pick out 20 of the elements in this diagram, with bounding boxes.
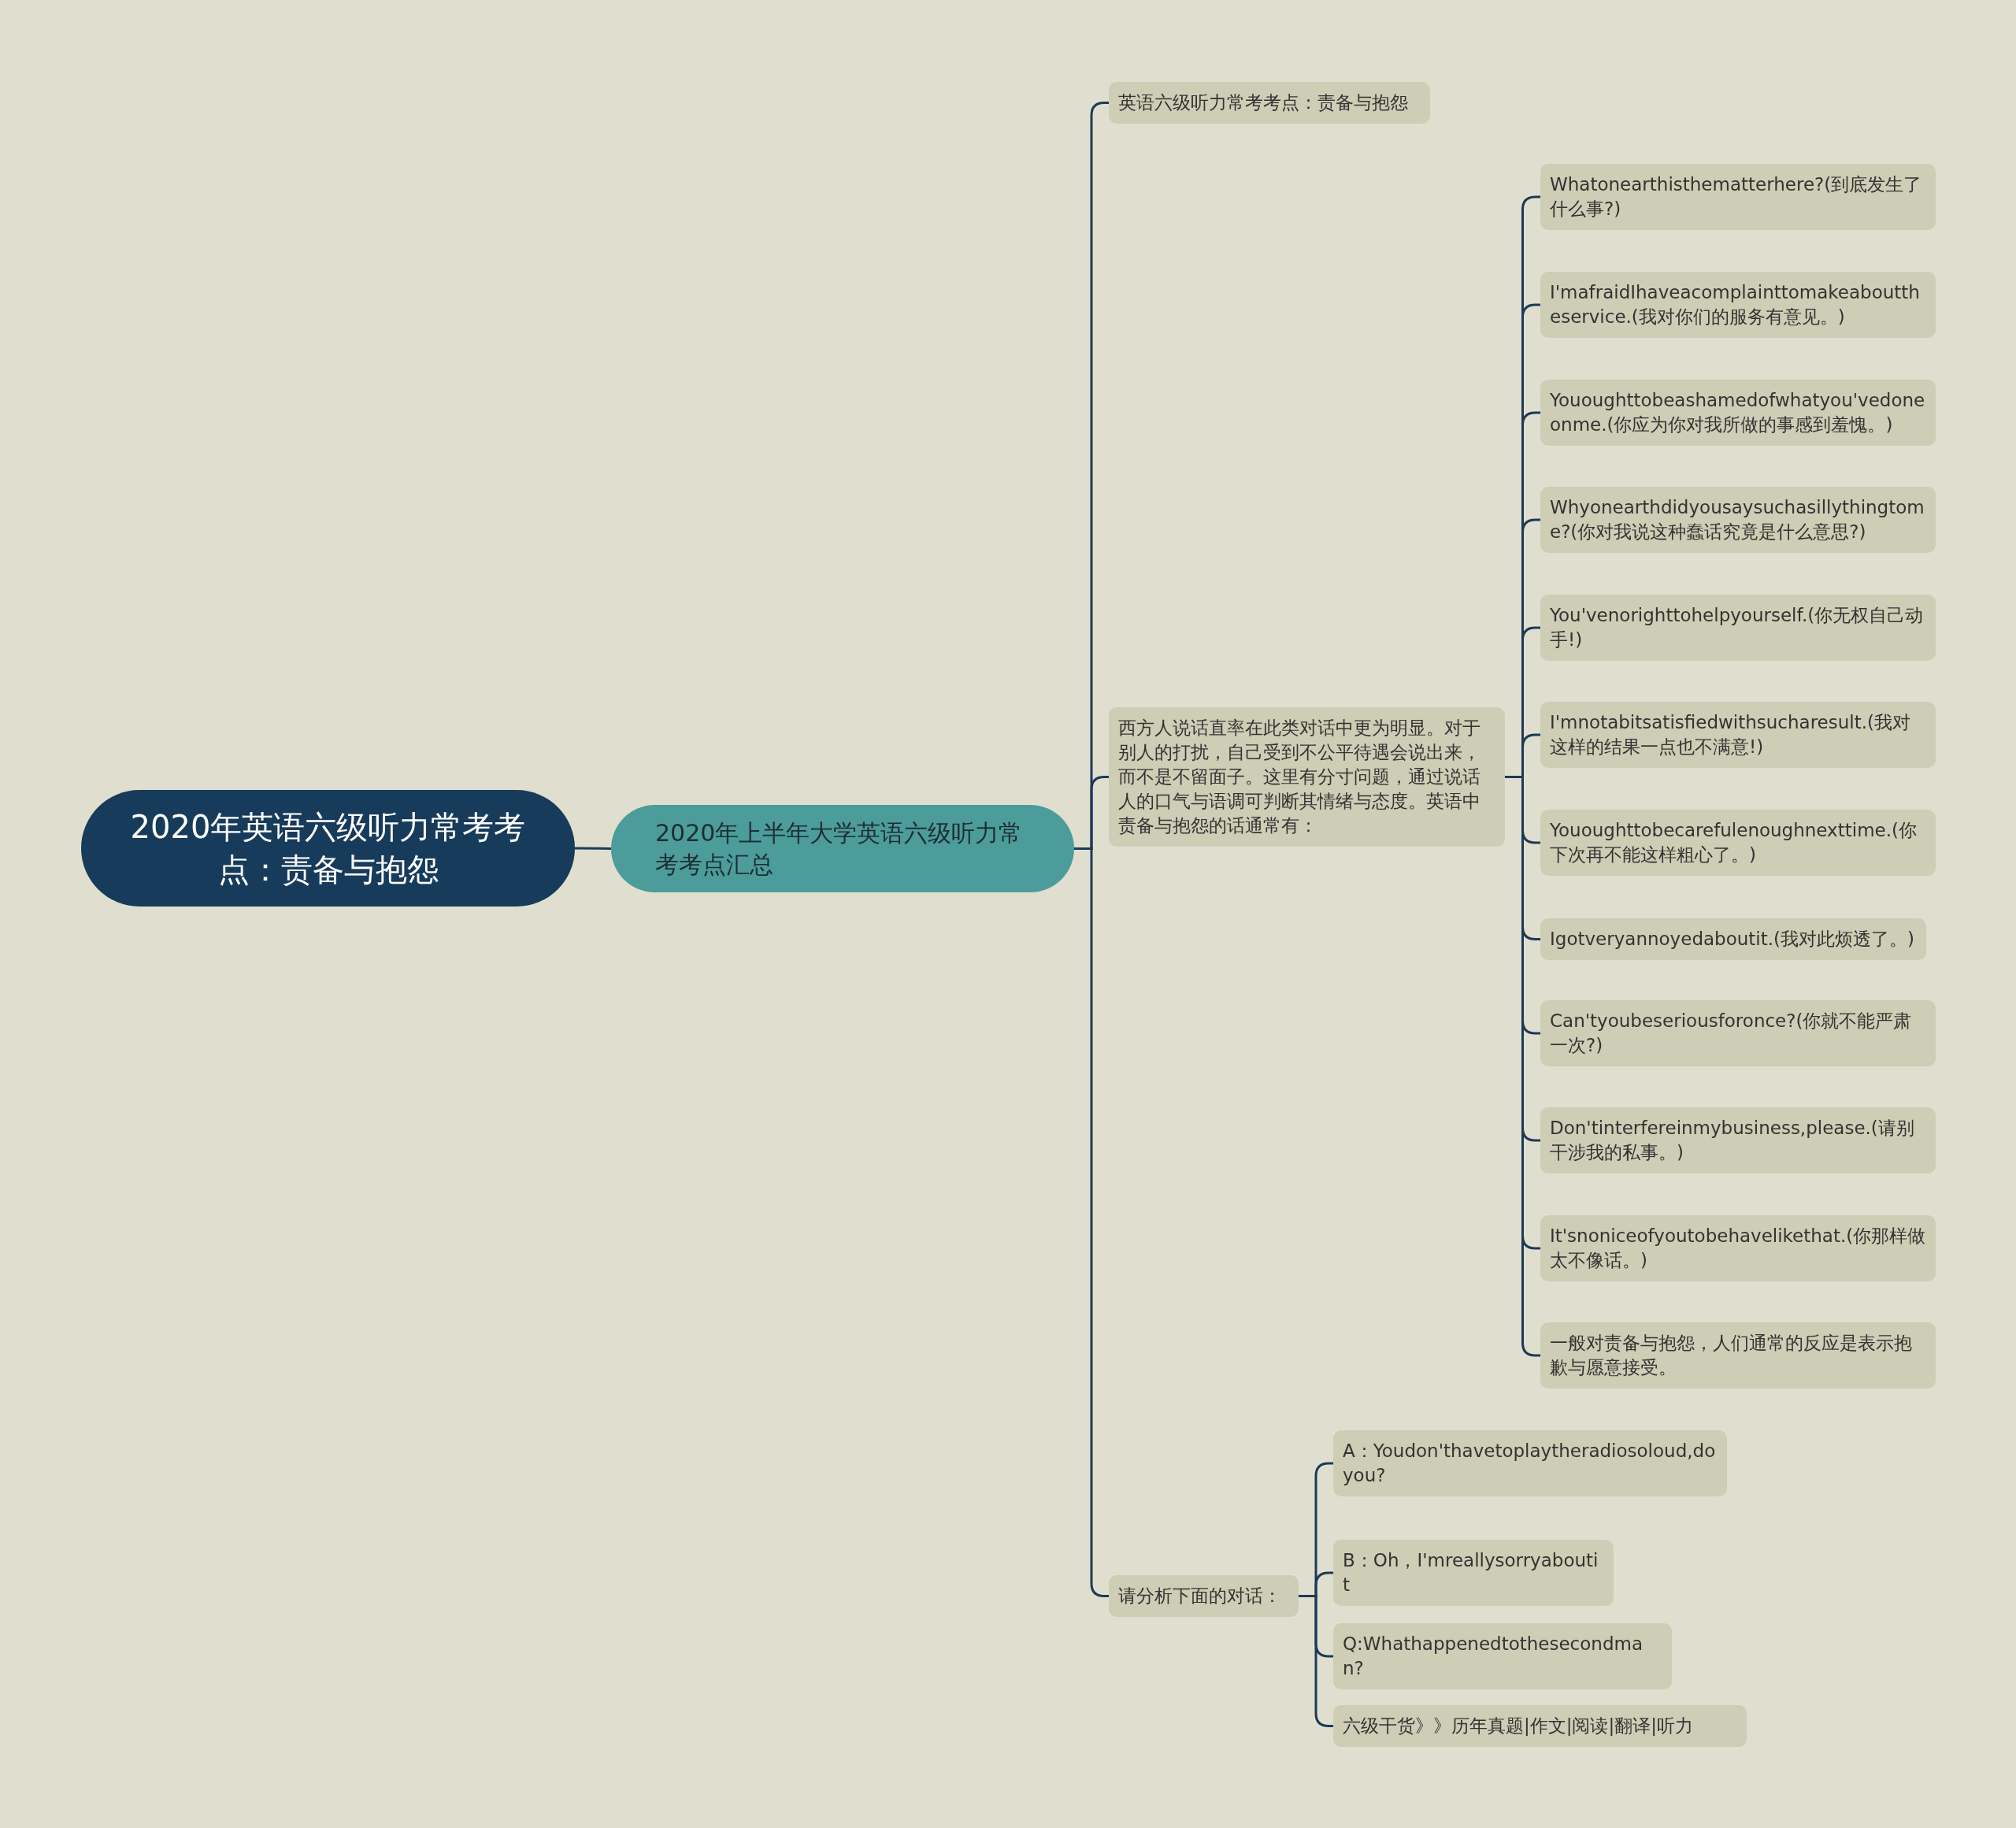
topic-box: B：Oh，I'mreallysorryaboutit <box>1333 1540 1614 1606</box>
topic-box: 一般对责备与抱怨，人们通常的反应是表示抱歉与愿意接受。 <box>1540 1322 1936 1389</box>
topic-box: Q:Whathappenedtothesecondman? <box>1333 1623 1672 1689</box>
topic-box: Yououghttobecarefulenoughnexttime.(你下次再不能这样粗心了。) <box>1540 810 1936 876</box>
topic-box: Don'tinterfereinmybusiness,please.(请别干涉我的私事。) <box>1540 1107 1936 1174</box>
connector-line <box>575 847 611 850</box>
topic-box: 六级干货》》历年真题|作文|阅读|翻译|听力 <box>1333 1705 1747 1747</box>
topic-box: Igotveryannoyedaboutit.(我对此烦透了。) <box>1540 918 1926 960</box>
topic-box: Yououghttobeashamedofwhatyou'vedoneonme.(你应为你对我所做的事感到羞愧。) <box>1540 380 1936 446</box>
topic-box: You'venorighttohelpyourself.(你无权自己动手!) <box>1540 595 1936 661</box>
topic-box: Whatonearthisthematterhere?(到底发生了什么事?) <box>1540 164 1936 230</box>
topic-box: Whyonearthdidyousaysuchasillythingtome?(你对我说这种蠢话究竟是什么意思?) <box>1540 487 1936 553</box>
topic-box: I'mnotabitsatisfiedwithsucharesult.(我对这样的结果一点也不满意!) <box>1540 702 1936 768</box>
topic-box: 西方人说话直率在此类对话中更为明显。对于别人的打扰，自己受到不公平待遇会说出来，而不是不留面子。这里有分寸问题，通过说话人的口气与语调可判断其情绪与态度。英语中责备与抱怨的话通常有： <box>1109 707 1505 847</box>
topic-box: 英语六级听力常考考点：责备与抱怨 <box>1109 82 1430 124</box>
topic-box: I'mafraidIhaveacomplainttomakeabouttheservice.(我对你们的服务有意见。) <box>1540 272 1936 338</box>
topic-box: 请分析下面的对话： <box>1109 1575 1299 1617</box>
topic-box: Can'tyoubeseriousforonce?(你就不能严肃一次?) <box>1540 1000 1936 1066</box>
topic-box: It'snoniceofyoutobehavelikethat.(你那样做太不像话。) <box>1540 1215 1936 1281</box>
topic-box: A：Youdon'thavetoplaytheradiosoloud,doyou? <box>1333 1430 1727 1496</box>
